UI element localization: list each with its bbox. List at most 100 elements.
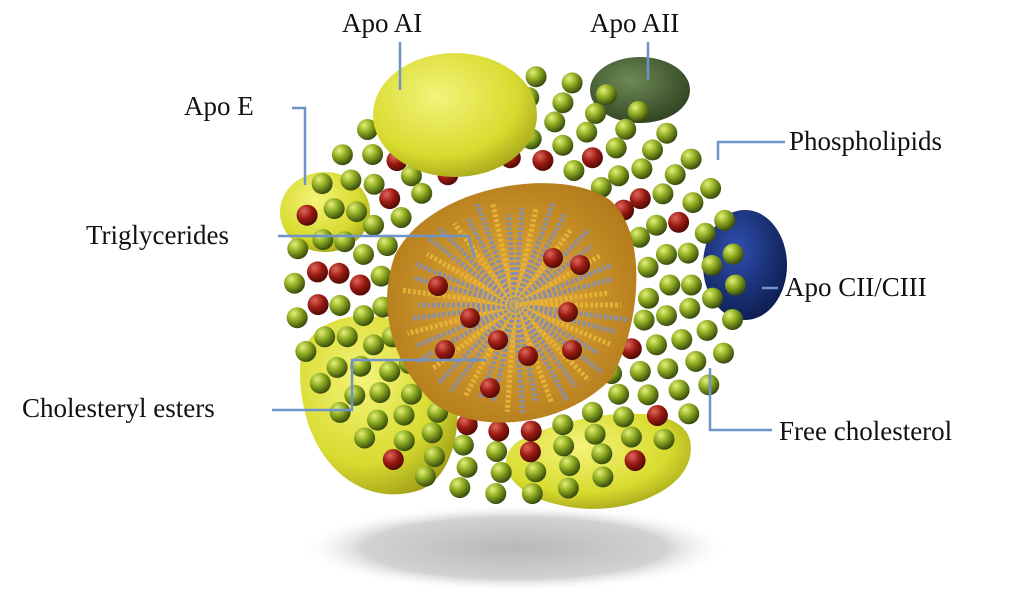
phospholipid-bead bbox=[312, 229, 333, 250]
phospholipid-bead bbox=[714, 210, 735, 231]
apo-ai-protein bbox=[373, 53, 537, 177]
phospholipid-bead bbox=[646, 215, 667, 236]
phospholipid-bead bbox=[659, 275, 680, 296]
phospholipid-bead bbox=[702, 288, 723, 309]
label-apo-ai: Apo AI bbox=[342, 10, 422, 37]
phospholipids-leader bbox=[718, 142, 785, 160]
phospholipid-bead bbox=[552, 414, 573, 435]
phospholipid-bead bbox=[553, 435, 574, 456]
phospholipid-bead bbox=[631, 158, 652, 179]
free-cholesterol-bead bbox=[379, 188, 400, 209]
phospholipid-bead bbox=[363, 215, 384, 236]
cholesteryl-ester-head bbox=[562, 340, 582, 360]
phospholipid-bead bbox=[391, 207, 412, 228]
cholesteryl-ester-head bbox=[518, 346, 538, 366]
phospholipid-bead bbox=[591, 443, 612, 464]
phospholipid-bead bbox=[327, 357, 348, 378]
phospholipid-bead bbox=[646, 334, 667, 355]
phospholipid-bead bbox=[656, 244, 677, 265]
free-cholesterol-bead bbox=[582, 147, 603, 168]
phospholipid-bead bbox=[671, 329, 692, 350]
phospholipid-bead bbox=[411, 183, 432, 204]
free-cholesterol-bead bbox=[488, 421, 509, 442]
cholesteryl-ester-head bbox=[543, 248, 563, 268]
free-cholesterol-bead bbox=[520, 441, 541, 462]
free-cholesterol-bead bbox=[308, 294, 329, 315]
phospholipid-bead bbox=[362, 144, 383, 165]
phospholipid-bead bbox=[681, 275, 702, 296]
free-cholesterol-bead bbox=[383, 449, 404, 470]
phospholipid-bead bbox=[678, 403, 699, 424]
phospholipid-bead bbox=[354, 428, 375, 449]
label-free-cholesterol: Free cholesterol bbox=[779, 418, 952, 445]
phospholipid-bead bbox=[486, 441, 507, 462]
particle-shadow bbox=[300, 504, 730, 592]
phospholipid-bead bbox=[324, 198, 345, 219]
phospholipid-bead bbox=[367, 410, 388, 431]
phospholipid-bead bbox=[585, 424, 606, 445]
phospholipid-bead bbox=[562, 72, 583, 93]
cholesteryl-ester-head bbox=[460, 308, 480, 328]
phospholipid-bead bbox=[642, 139, 663, 160]
phospholipid-bead bbox=[723, 244, 744, 265]
phospholipid-bead bbox=[329, 295, 350, 316]
phospholipid-bead bbox=[457, 457, 478, 478]
phospholipid-bead bbox=[287, 307, 308, 328]
phospholipid-bead bbox=[563, 160, 584, 181]
phospholipid-bead bbox=[665, 164, 686, 185]
free-cholesterol-bead bbox=[532, 150, 553, 171]
phospholipid-bead bbox=[312, 173, 333, 194]
phospholipid-bead bbox=[654, 429, 675, 450]
phospholipid-bead bbox=[701, 255, 722, 276]
phospholipid-bead bbox=[656, 305, 677, 326]
phospholipid-bead bbox=[337, 326, 358, 347]
phospholipid-bead bbox=[340, 170, 361, 191]
phospholipid-bead bbox=[679, 298, 700, 319]
phospholipid-bead bbox=[685, 351, 706, 372]
phospholipid-bead bbox=[449, 477, 470, 498]
free-cholesterol-bead bbox=[625, 450, 646, 471]
phospholipid-bead bbox=[453, 435, 474, 456]
cholesteryl-ester-head bbox=[435, 340, 455, 360]
phospholipid-bead bbox=[314, 326, 335, 347]
phospholipid-bead bbox=[621, 427, 642, 448]
phospholipid-bead bbox=[608, 165, 629, 186]
cholesteryl-ester-head bbox=[428, 276, 448, 296]
phospholipid-bead bbox=[353, 305, 374, 326]
phospholipid-bead bbox=[284, 273, 305, 294]
phospholipid-bead bbox=[346, 201, 367, 222]
phospholipid-bead bbox=[722, 309, 743, 330]
phospholipid-bead bbox=[377, 235, 398, 256]
label-apo-e: Apo E bbox=[184, 93, 254, 120]
phospholipid-bead bbox=[394, 430, 415, 451]
free-cholesterol-bead bbox=[521, 421, 542, 442]
phospholipid-bead bbox=[678, 243, 699, 264]
phospholipid-bead bbox=[608, 384, 629, 405]
phospholipid-bead bbox=[544, 111, 565, 132]
phospholipid-bead bbox=[669, 380, 690, 401]
phospholipid-bead bbox=[491, 462, 512, 483]
free-cholesterol-bead bbox=[668, 212, 689, 233]
phospholipid-bead bbox=[628, 101, 649, 122]
phospholipid-bead bbox=[652, 183, 673, 204]
phospholipid-bead bbox=[700, 178, 721, 199]
phospholipid-bead bbox=[334, 231, 355, 252]
free-cholesterol-bead bbox=[329, 263, 350, 284]
phospholipid-bead bbox=[485, 483, 506, 504]
phospholipid-bead bbox=[424, 446, 445, 467]
phospholipid-bead bbox=[697, 320, 718, 341]
free-cholesterol-bead bbox=[307, 261, 328, 282]
phospholipid-bead bbox=[713, 343, 734, 364]
phospholipid-bead bbox=[681, 149, 702, 170]
phospholipid-bead bbox=[353, 244, 374, 265]
phospholipid-bead bbox=[592, 466, 613, 487]
phospholipid-bead bbox=[634, 310, 655, 331]
phospholipid-bead bbox=[559, 455, 580, 476]
phospholipid-bead bbox=[552, 135, 573, 156]
phospholipid-bead bbox=[725, 275, 746, 296]
free-cholesterol-bead bbox=[350, 275, 371, 296]
phospholipid-bead bbox=[522, 483, 543, 504]
apo-e-leader bbox=[292, 108, 305, 185]
phospholipid-bead bbox=[344, 385, 365, 406]
